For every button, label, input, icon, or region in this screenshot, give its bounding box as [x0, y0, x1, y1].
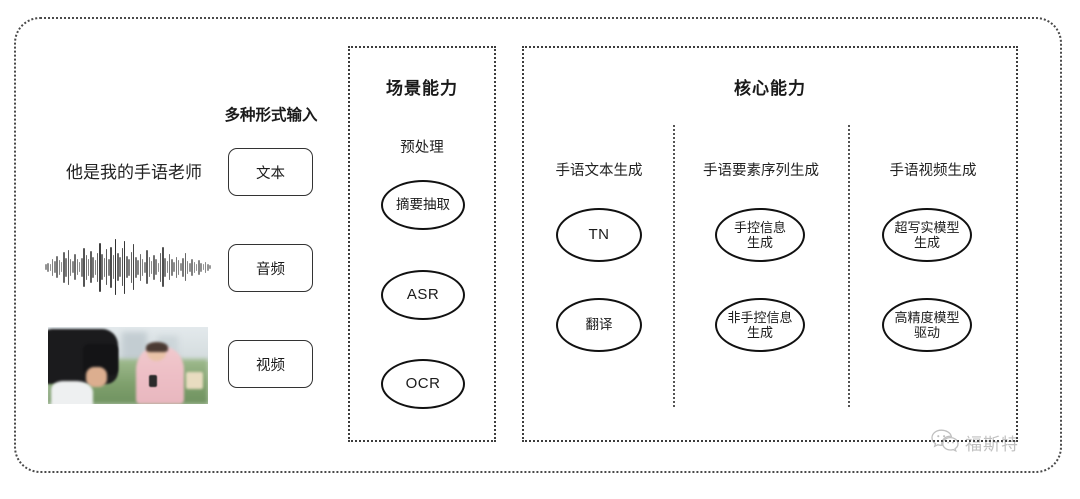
wechat-bubble-icon	[930, 428, 960, 457]
thumb-camera-operator	[51, 380, 93, 404]
core-column-1-head: 手语文本生成	[555, 163, 643, 179]
core-column-2-head: 手语要素序列生成	[703, 163, 819, 179]
node-ocr[interactable]: OCR	[381, 359, 465, 409]
video-thumbnail-image	[48, 327, 208, 404]
core-column-text-generation: 手语文本生成	[533, 0, 665, 499]
input-sample-text: 他是我的手语老师	[66, 163, 202, 182]
audio-waveform-icon	[45, 238, 211, 296]
modality-box-text[interactable]: 文本	[228, 148, 313, 196]
thumb-notebook	[185, 371, 204, 389]
thumb-reporter-hair	[145, 341, 168, 353]
watermark-label: 福斯特	[965, 435, 1019, 454]
core-column-3-head: 手语视频生成	[889, 163, 977, 179]
node-summary-extraction[interactable]: 摘要抽取	[381, 180, 465, 230]
node-manual-feature-generation[interactable]: 手控信息生成	[715, 208, 805, 262]
watermark: 福斯特	[930, 428, 1019, 457]
core-column-video-generation: 手语视频生成	[858, 0, 1008, 499]
core-column-divider-1	[673, 125, 675, 407]
core-column-element-sequence: 手语要素序列生成	[680, 0, 842, 499]
modality-box-video[interactable]: 视频	[228, 340, 313, 388]
node-non-manual-feature-generation[interactable]: 非手控信息生成	[715, 298, 805, 352]
node-tn[interactable]: TN	[556, 208, 642, 262]
modality-box-audio[interactable]: 音频	[228, 244, 313, 292]
node-translation[interactable]: 翻译	[556, 298, 642, 352]
scene-capability-panel: 场景能力 预处理	[348, 46, 496, 442]
core-panel-title: 核心能力	[734, 79, 806, 98]
outer-frame	[14, 17, 1062, 473]
core-capability-panel: 核心能力	[522, 46, 1018, 442]
node-asr[interactable]: ASR	[381, 270, 465, 320]
inputs-heading: 多种形式输入	[224, 107, 318, 124]
thumb-microphone	[148, 374, 157, 388]
node-high-precision-model-driving[interactable]: 高精度模型驱动	[882, 298, 972, 352]
scene-panel-title: 场景能力	[386, 79, 458, 98]
thumb-hand	[86, 367, 108, 388]
core-column-divider-2	[848, 125, 850, 407]
scene-group-label: 预处理	[400, 140, 444, 156]
node-hyperrealistic-model-generation[interactable]: 超写实模型生成	[882, 208, 972, 262]
